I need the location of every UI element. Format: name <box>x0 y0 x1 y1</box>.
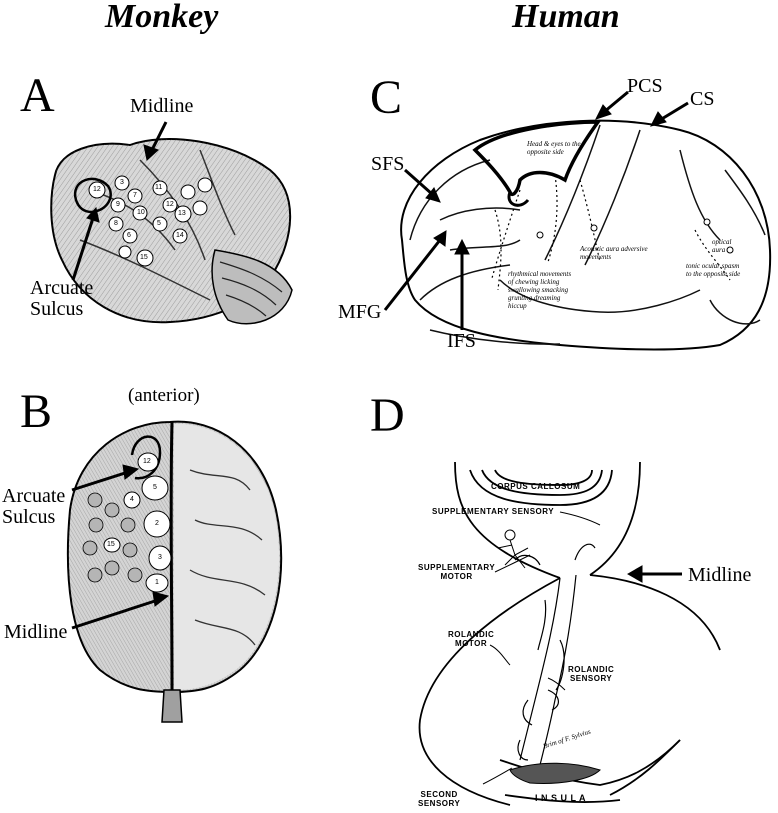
panel-a-midline-label: Midline <box>130 95 194 117</box>
human-column-title: Human <box>512 0 620 35</box>
panel-a-arcuate-label: Arcuate Sulcus <box>30 277 94 320</box>
area-number: 7 <box>133 192 137 199</box>
panel-b-letter: B <box>20 385 53 438</box>
area-number: 5 <box>153 484 157 491</box>
panel-c-note-optical: optical aura <box>712 238 732 254</box>
area-number: 4 <box>130 496 134 503</box>
area-number: 12 <box>166 201 174 208</box>
panel-c-note-tonic: tonic ocular spasm to the opposite side <box>686 262 741 278</box>
panel-c-letter: C <box>370 71 403 124</box>
panel-b-anterior-label: (anterior) <box>128 385 200 406</box>
area-number: 1 <box>155 579 159 586</box>
panel-d-supp-motor-label: SUPPLEMENTARY MOTOR <box>418 563 496 582</box>
panel-d-corpus-label: CORPUS CALLOSUM <box>491 482 581 491</box>
panel-c-mfg-label: MFG <box>338 301 382 323</box>
panel-d-letter: D <box>370 389 405 442</box>
panel-c-note-head-eyes: Head & eyes to the opposite side <box>527 140 581 156</box>
monkey-column-title: Monkey <box>105 0 219 35</box>
panel-c-ifs-label: IFS <box>447 330 476 352</box>
panel-d-second-sensory-label: SECOND SENSORY <box>418 790 461 809</box>
area-number: 12 <box>143 458 151 465</box>
area-number: 13 <box>178 210 186 217</box>
area-number: 15 <box>107 541 115 548</box>
panel-d-rolandic-sensory-label: ROLANDIC SENSORY <box>568 665 615 684</box>
area-number: 5 <box>157 220 161 227</box>
area-number: 3 <box>120 179 124 186</box>
panel-b-midline-label: Midline <box>4 621 68 643</box>
panel-a-letter: A <box>20 69 55 122</box>
area-number: 8 <box>114 220 118 227</box>
area-number: 9 <box>116 201 120 208</box>
area-number: 14 <box>176 232 184 239</box>
panel-c-cs-label: CS <box>690 88 715 110</box>
area-number: 2 <box>155 520 159 527</box>
area-number: 15 <box>140 254 148 261</box>
area-number: 3 <box>158 554 162 561</box>
panel-b-arcuate-label: Arcuate Sulcus <box>2 485 66 528</box>
area-number: 11 <box>155 184 163 191</box>
panel-d-supp-sensory-label: SUPPLEMENTARY SENSORY <box>432 507 555 516</box>
panel-c-note-acoustic: Acoustic aura adversive movements <box>580 245 648 261</box>
area-number: 10 <box>137 209 145 216</box>
panel-d-insula-label: I N S U L A <box>535 793 587 803</box>
area-number: 12 <box>93 186 101 193</box>
panel-d-rolandic-motor-label: ROLANDIC MOTOR <box>448 630 495 649</box>
area-number: 6 <box>127 232 131 239</box>
panel-c-pcs-label: PCS <box>627 75 663 97</box>
panel-d-midline-label: Midline <box>688 564 752 586</box>
panel-c-sfs-label: SFS <box>371 153 405 175</box>
panel-c-note-rhythmical: rhythmical movements of chewing licking … <box>508 270 572 310</box>
